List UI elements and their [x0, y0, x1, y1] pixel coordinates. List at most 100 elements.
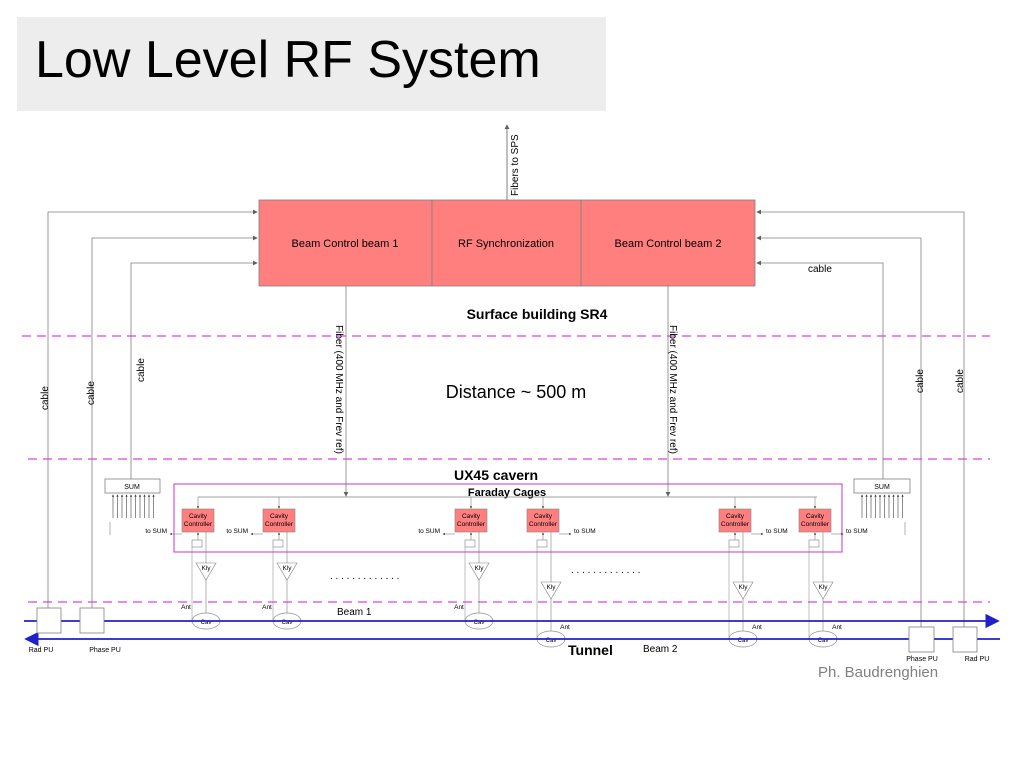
antenna-label: Ant: [454, 604, 464, 611]
to-sum-label: to SUM: [766, 528, 788, 535]
cavity-controller-label-2: Controller: [721, 521, 750, 528]
rad-pu-right-label: Rad PU: [965, 656, 990, 663]
phase-pu-right: [908, 626, 935, 653]
cavity-label: Cav: [201, 620, 212, 626]
cavity-label: Cav: [546, 638, 557, 644]
beam2-label: Beam 2: [643, 644, 678, 655]
phase-pu-left: [79, 607, 105, 634]
faraday-cages-label: Faraday Cages: [468, 487, 546, 499]
coupler-box: [536, 539, 548, 548]
author-credit: Ph. Baudrenghien: [818, 664, 939, 681]
cavity-controller-label-1: Cavity: [270, 513, 289, 520]
to-sum-label: to SUM: [574, 528, 596, 535]
cable-line-right-1: [756, 209, 965, 628]
cable-label-left-1: cable: [40, 386, 51, 410]
ellipsis-right: . . . . . . . . . . . . .: [571, 565, 640, 576]
to-sum-label: to SUM: [846, 528, 868, 535]
cavity-controller-label-1: Cavity: [726, 513, 745, 520]
cable-line-right-3: [756, 260, 884, 480]
klystron-triangle: [732, 581, 754, 600]
sum-label-right: SUM: [874, 484, 890, 491]
sum-label-left: SUM: [124, 484, 140, 491]
cavity-label: Cav: [282, 620, 293, 626]
rad-pu-left: [36, 607, 62, 634]
fiber-label-left: Fiber (400 MHz and Frev ref): [333, 325, 344, 454]
klystron-triangle: [468, 562, 490, 581]
beam-control-beam1-label: Beam Control beam 1: [292, 238, 399, 250]
phase-pu-left-label: Phase PU: [89, 647, 121, 654]
rf-synchronization-block: [431, 199, 582, 287]
slide-title: Low Level RF System: [35, 31, 541, 89]
cavity-controller-label-2: Controller: [265, 521, 294, 528]
to-sum-label: to SUM: [226, 528, 248, 535]
cavity-label: Cav: [818, 638, 829, 644]
antenna-label: Ant: [181, 604, 191, 611]
cavity-controller-box: [262, 508, 296, 533]
cable-label-left-3: cable: [136, 358, 147, 382]
klystron-label: Kly: [546, 584, 556, 591]
cable-line-right-2: [756, 235, 922, 628]
sum-block-left: SUM: [104, 478, 161, 518]
antenna-label: Ant: [262, 604, 272, 611]
cable-label-right-top: cable: [808, 264, 832, 275]
to-sum-label: to SUM: [145, 528, 167, 535]
surface-building-label: Surface building SR4: [467, 306, 608, 322]
klystron-triangle: [276, 562, 298, 581]
antenna-label: Ant: [752, 624, 762, 631]
cavity-controller-label-2: Controller: [529, 521, 558, 528]
antenna-label: Ant: [832, 624, 842, 631]
klystron-triangle: [540, 581, 562, 600]
phase-pu-right-label: Phase PU: [906, 656, 938, 663]
sum-block-right: SUM: [853, 478, 911, 518]
klystron-label: Kly: [474, 565, 484, 572]
antenna-label: Ant: [560, 624, 570, 631]
klystron-label: Kly: [738, 584, 748, 591]
beam1-label: Beam 1: [337, 607, 372, 618]
cavity-label: Cav: [474, 620, 485, 626]
cavity-controller-box: [526, 508, 560, 533]
cable-label-right-1: cable: [915, 369, 926, 393]
cavity-controller-box: [798, 508, 832, 533]
cable-line-left-2: [91, 235, 258, 618]
cavern-label: UX45 cavern: [454, 467, 538, 483]
cable-label-left-2: cable: [86, 381, 97, 405]
cavity-controller-label-1: Cavity: [189, 513, 208, 520]
cavity-label: Cav: [738, 638, 749, 644]
cavity-controller-label-1: Cavity: [806, 513, 825, 520]
beam-control-beam2-block: [580, 199, 756, 287]
cavity-controller-label-1: Cavity: [534, 513, 553, 520]
to-sum-label: to SUM: [418, 528, 440, 535]
klystron-label: Kly: [201, 565, 211, 572]
klystron-triangle: [195, 562, 217, 581]
distance-label: Distance ~ 500 m: [446, 382, 587, 402]
cavity-controller-label-1: Cavity: [462, 513, 481, 520]
rf-synchronization-label: RF Synchronization: [458, 238, 554, 250]
rad-pu-right: [952, 626, 978, 653]
coupler-box: [808, 539, 820, 548]
cavity-controller-box: [181, 508, 215, 533]
cavity-controller-box: [454, 508, 488, 533]
coupler-box: [728, 539, 740, 548]
cavity-controller-label-2: Controller: [801, 521, 830, 528]
cavity-controller-label-2: Controller: [457, 521, 486, 528]
ellipsis-left: . . . . . . . . . . . . .: [330, 571, 399, 582]
cable-line-left-3: [130, 260, 258, 480]
fiber-label-right: Fiber (400 MHz and Frev ref): [667, 325, 678, 454]
cavity-controller-label-2: Controller: [184, 521, 213, 528]
title-box: [17, 17, 606, 111]
klystron-label: Kly: [818, 584, 828, 591]
klystron-triangle: [812, 581, 834, 600]
fibers-to-sps-label: Fibers to SPS: [510, 134, 521, 196]
cable-label-right-2: cable: [955, 369, 966, 393]
coupler-box: [272, 539, 284, 548]
coupler-box: [191, 539, 203, 548]
klystron-label: Kly: [282, 565, 292, 572]
rad-pu-left-label: Rad PU: [29, 647, 54, 654]
tunnel-label: Tunnel: [568, 642, 613, 658]
beam-control-beam2-label: Beam Control beam 2: [615, 238, 722, 250]
cavity-controller-box: [718, 508, 752, 533]
coupler-box: [464, 539, 476, 548]
cable-line-left-1: [47, 209, 258, 618]
